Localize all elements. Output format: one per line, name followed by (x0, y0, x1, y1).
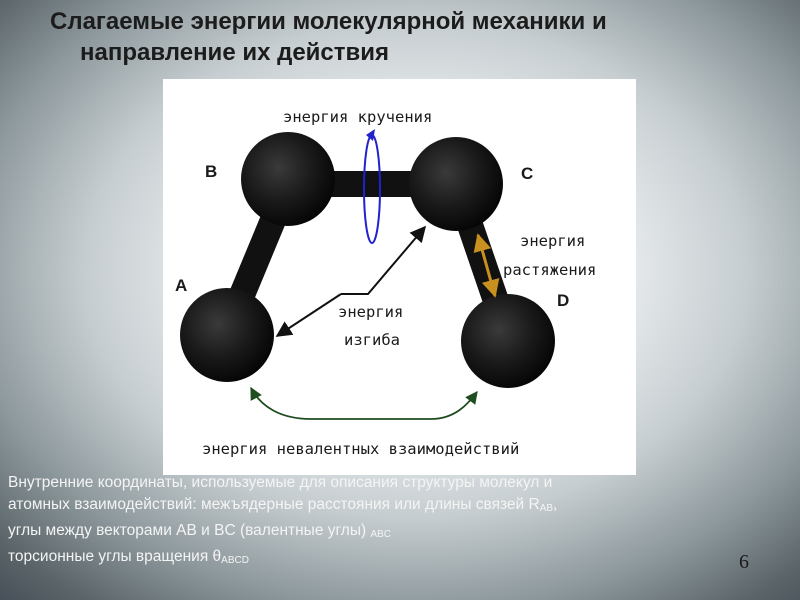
atom-b (241, 132, 335, 226)
label-nonbonded-energy: энергия невалентных взаимодействий (202, 440, 519, 458)
label-stretch-energy-1: энергия (520, 232, 585, 250)
label-bend-energy-1: энергия (338, 303, 403, 321)
stretch-arrow-icon (473, 233, 500, 298)
title-line-1: Слагаемые энергии молекулярной механики … (50, 8, 607, 35)
torsion-arrowhead-icon (366, 129, 375, 141)
description-text: Внутренние координаты, используемые для … (8, 472, 738, 572)
title-line-2: направление их действия (80, 39, 390, 66)
atom-d (461, 294, 555, 388)
atom-a (180, 288, 274, 382)
bend-arrow-left-icon (275, 293, 342, 337)
page-number: 6 (739, 551, 749, 573)
description-line-1: Внутренние координаты, используемые для … (8, 474, 553, 491)
description-line-4: торсионные углы вращения θABCD (8, 548, 249, 566)
slide-title: Слагаемые энергии молекулярной механики … (50, 6, 750, 68)
label-torsion-energy: энергия кручения (283, 108, 432, 126)
label-stretch-energy-2: растяжения (503, 261, 596, 279)
label-bend-energy-2: изгиба (344, 331, 400, 349)
description-line-2: атомных взаимодействий: межъядерные расс… (8, 496, 558, 514)
nonbonded-arrow-right-icon (311, 390, 478, 420)
atom-label-a: A (175, 276, 187, 295)
description-line-3: углы между векторами AB и BC (валентные … (8, 522, 392, 540)
atom-c (409, 137, 503, 231)
molecule-diagram: B C A D энергия кручения энергия растяже… (163, 79, 636, 475)
atom-label-c: C (521, 164, 533, 183)
atom-label-b: B (205, 162, 217, 181)
atom-label-d: D (557, 291, 569, 310)
nonbonded-arrow-left-icon (250, 386, 312, 420)
bend-arrow-icon (341, 225, 427, 295)
molecule-diagram-svg: B C A D энергия кручения энергия растяже… (175, 108, 596, 458)
